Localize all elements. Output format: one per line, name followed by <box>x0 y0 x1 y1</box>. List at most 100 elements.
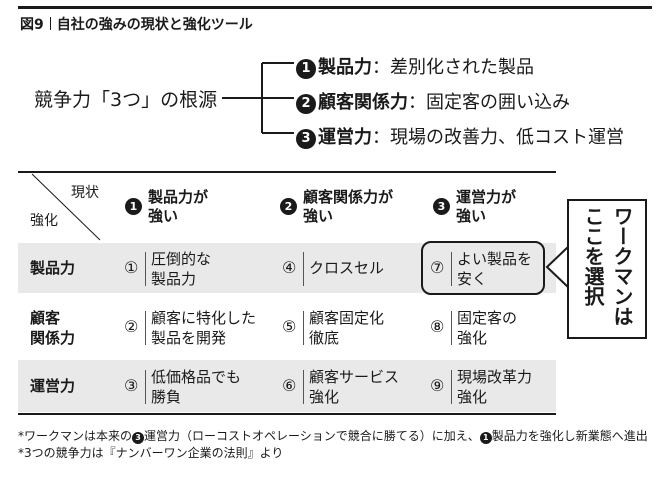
highlight-box-cell-7 <box>421 241 545 295</box>
cell-number: ⑦ <box>430 258 445 277</box>
row-header-line1: 運営力 <box>30 377 76 395</box>
cell-divider <box>145 311 146 345</box>
row-bg-operation <box>18 360 556 412</box>
cell-line2: 製品力 <box>151 270 197 288</box>
col-header-line1: 顧客関係力が <box>303 188 394 206</box>
cell-divider <box>145 252 146 286</box>
cell-divider <box>451 252 452 286</box>
callout-line2: ここを選択 <box>581 206 605 306</box>
callout-line1: ワークマンは <box>610 206 634 326</box>
cell-line1: 顧客サービス <box>309 368 400 386</box>
col-header-line2: 強い <box>456 207 487 225</box>
cell-2-3: 固定客の 強化 <box>457 308 517 348</box>
cell-line2: 強化 <box>457 388 488 406</box>
cell-line1: 固定客の <box>457 309 518 327</box>
cell-number: ③ <box>124 376 139 395</box>
col-number-badge: 3 <box>433 198 450 215</box>
footnote-2: *3つの競争力は『ナンバーワン企業の法則』より <box>18 446 284 460</box>
cell-1-3: よい製品を 安く <box>457 249 532 289</box>
corner-label-strengthen: 強化 <box>30 213 58 229</box>
table-bottom-rule <box>18 413 556 415</box>
tree-connector-lines <box>222 62 294 134</box>
col-number-badge: 1 <box>125 198 142 215</box>
branch-desc: ：固定客の囲い込み <box>408 92 570 113</box>
cell-number: ⑥ <box>282 376 297 395</box>
cell-line2: 安く <box>457 270 488 288</box>
cell-3-3: 現場改革力 強化 <box>457 367 532 407</box>
cell-line1: 顧客に特化した <box>151 309 257 327</box>
branch-name: 顧客関係力 <box>318 92 408 113</box>
footnote-number-badge: 1 <box>479 432 492 444</box>
cell-number: ① <box>124 258 139 277</box>
col-header-product: 1 製品力が 強い <box>125 188 209 226</box>
cell-3-2: 顧客サービス 強化 <box>309 367 399 407</box>
cell-line1: 低価格品でも <box>151 368 242 386</box>
cell-3-1: 低価格品でも 勝負 <box>151 367 241 407</box>
cell-divider <box>303 311 304 345</box>
branch-name: 製品力 <box>318 57 372 78</box>
col-header-line2: 強い <box>148 207 179 225</box>
cell-line1: よい製品を <box>457 250 533 268</box>
row-header-product: 製品力 <box>30 258 75 278</box>
title-separator <box>49 17 51 30</box>
tree-root-label: 競争力「3つ」の根源 <box>34 89 218 111</box>
branch-name: 運営力 <box>318 127 372 148</box>
cell-line2: 製品を開発 <box>151 329 227 347</box>
cell-divider <box>451 311 452 345</box>
branch-number-badge: 1 <box>296 59 316 79</box>
col-header-customer: 2 顧客関係力が 強い <box>280 188 394 226</box>
cell-line2: 勝負 <box>151 388 182 406</box>
cell-divider <box>303 252 304 286</box>
col-number-badge: 2 <box>280 198 297 215</box>
row-header-line2: 関係力 <box>30 329 76 347</box>
cell-line1: 圧倒的な <box>151 250 212 268</box>
corner-label-current: 現状 <box>71 185 99 201</box>
cell-number: ④ <box>282 258 297 277</box>
footnote-text: 運営力（ローコストオペレーションで競合に勝てる）に加え、 <box>144 429 480 443</box>
cell-number: ⑤ <box>282 317 297 336</box>
footnote-text: 製品力を強化し新業態へ進出 <box>491 429 648 443</box>
cell-2-1: 顧客に特化した 製品を開発 <box>151 308 256 348</box>
row-header-operation: 運営力 <box>30 376 75 396</box>
row-header-line1: 製品力 <box>30 259 76 277</box>
footnote-text: *ワークマンは本来の <box>18 429 133 443</box>
callout-text: ワークマンは ここを選択 <box>567 206 647 336</box>
cell-line2: 強化 <box>309 388 340 406</box>
cell-divider <box>145 370 146 404</box>
top-rule <box>18 6 652 9</box>
col-header-operation: 3 運営力が 強い <box>433 188 517 226</box>
corner-diagonal <box>31 173 101 241</box>
row-bg-product <box>18 243 556 293</box>
cell-line1: 顧客固定化 <box>309 309 385 327</box>
cell-1-1: 圧倒的な 製品力 <box>151 249 211 289</box>
cell-divider <box>303 370 304 404</box>
footnote-number-badge: 3 <box>132 432 145 444</box>
cell-line2: 強化 <box>457 329 488 347</box>
cell-line1: クロスセル <box>309 259 385 277</box>
branch-desc: ：現場の改善力、低コスト運営 <box>372 127 624 148</box>
figure-title-text: 自社の強みの現状と強化ツール <box>56 17 253 33</box>
figure-number: 図9 <box>20 17 44 33</box>
cell-2-2: 顧客固定化 徹底 <box>309 308 384 348</box>
cell-line1: 現場改革力 <box>457 368 533 386</box>
row-header-customer: 顧客 関係力 <box>30 308 75 348</box>
cell-line2: 徹底 <box>309 329 340 347</box>
cell-number: ② <box>124 317 139 336</box>
branch-number-badge: 2 <box>296 94 316 114</box>
cell-number: ⑨ <box>430 376 445 395</box>
col-header-line1: 運営力が <box>456 188 517 206</box>
branch-number-badge: 3 <box>296 129 316 149</box>
row-header-line1: 顧客 <box>30 309 61 327</box>
cell-number: ⑧ <box>430 317 445 336</box>
cell-1-2: クロスセル <box>309 258 384 278</box>
figure-title: 図9 自社の強みの現状と強化ツール <box>20 14 253 34</box>
cell-divider <box>451 370 452 404</box>
col-header-line2: 強い <box>303 207 334 225</box>
col-header-line1: 製品力が <box>148 188 209 206</box>
table-top-rule <box>18 171 556 173</box>
callout-box <box>567 199 647 339</box>
